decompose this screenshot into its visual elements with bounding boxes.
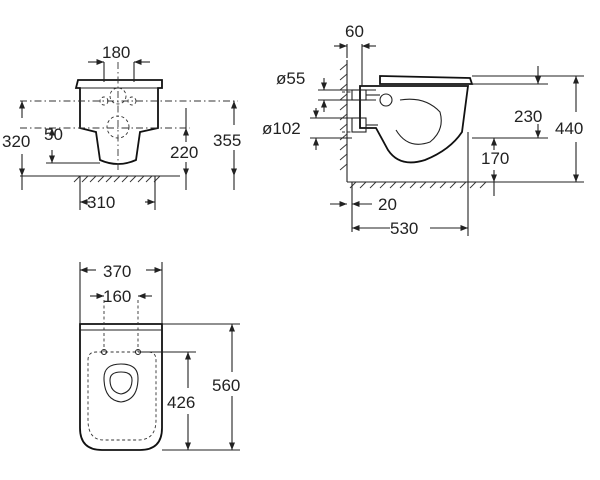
side-bowl-outline [359,85,470,164]
front-dim-left: 320 [2,132,30,151]
front-width-bottom: 310 [87,193,115,212]
front-view: 180 310 320 50 220 355 [2,43,241,212]
front-floor-hatch [73,175,161,183]
top-view: 370 160 426 560 [79,262,240,451]
side-dim-total-height: 440 [555,119,583,138]
side-wall-offset: 60 [345,22,364,41]
side-diameter-large: ø102 [262,119,301,138]
top-width-outer: 370 [103,262,131,281]
side-floor-hatch [349,181,487,189]
top-dim-inner-length: 426 [167,393,195,412]
side-view: 60 ø55 ø102 230 440 170 20 [262,22,584,238]
front-dim-right: 355 [213,131,241,150]
front-bowl-outline [74,79,163,165]
side-seat-lid [379,75,474,85]
top-dim-total-length: 560 [212,376,240,395]
top-bowl-outline [79,323,163,451]
side-dim-upper: 230 [514,107,542,126]
side-dim-gap: 20 [378,195,397,214]
side-dim-length: 530 [390,219,418,238]
side-wall-hatch [339,63,348,171]
front-dim-inner: 50 [44,125,63,144]
front-width-top: 180 [102,43,130,62]
front-dim-mid: 220 [170,143,198,162]
top-width-inner: 160 [103,287,131,306]
side-dim-lower: 170 [481,149,509,168]
side-diameter-small: ø55 [276,69,305,88]
